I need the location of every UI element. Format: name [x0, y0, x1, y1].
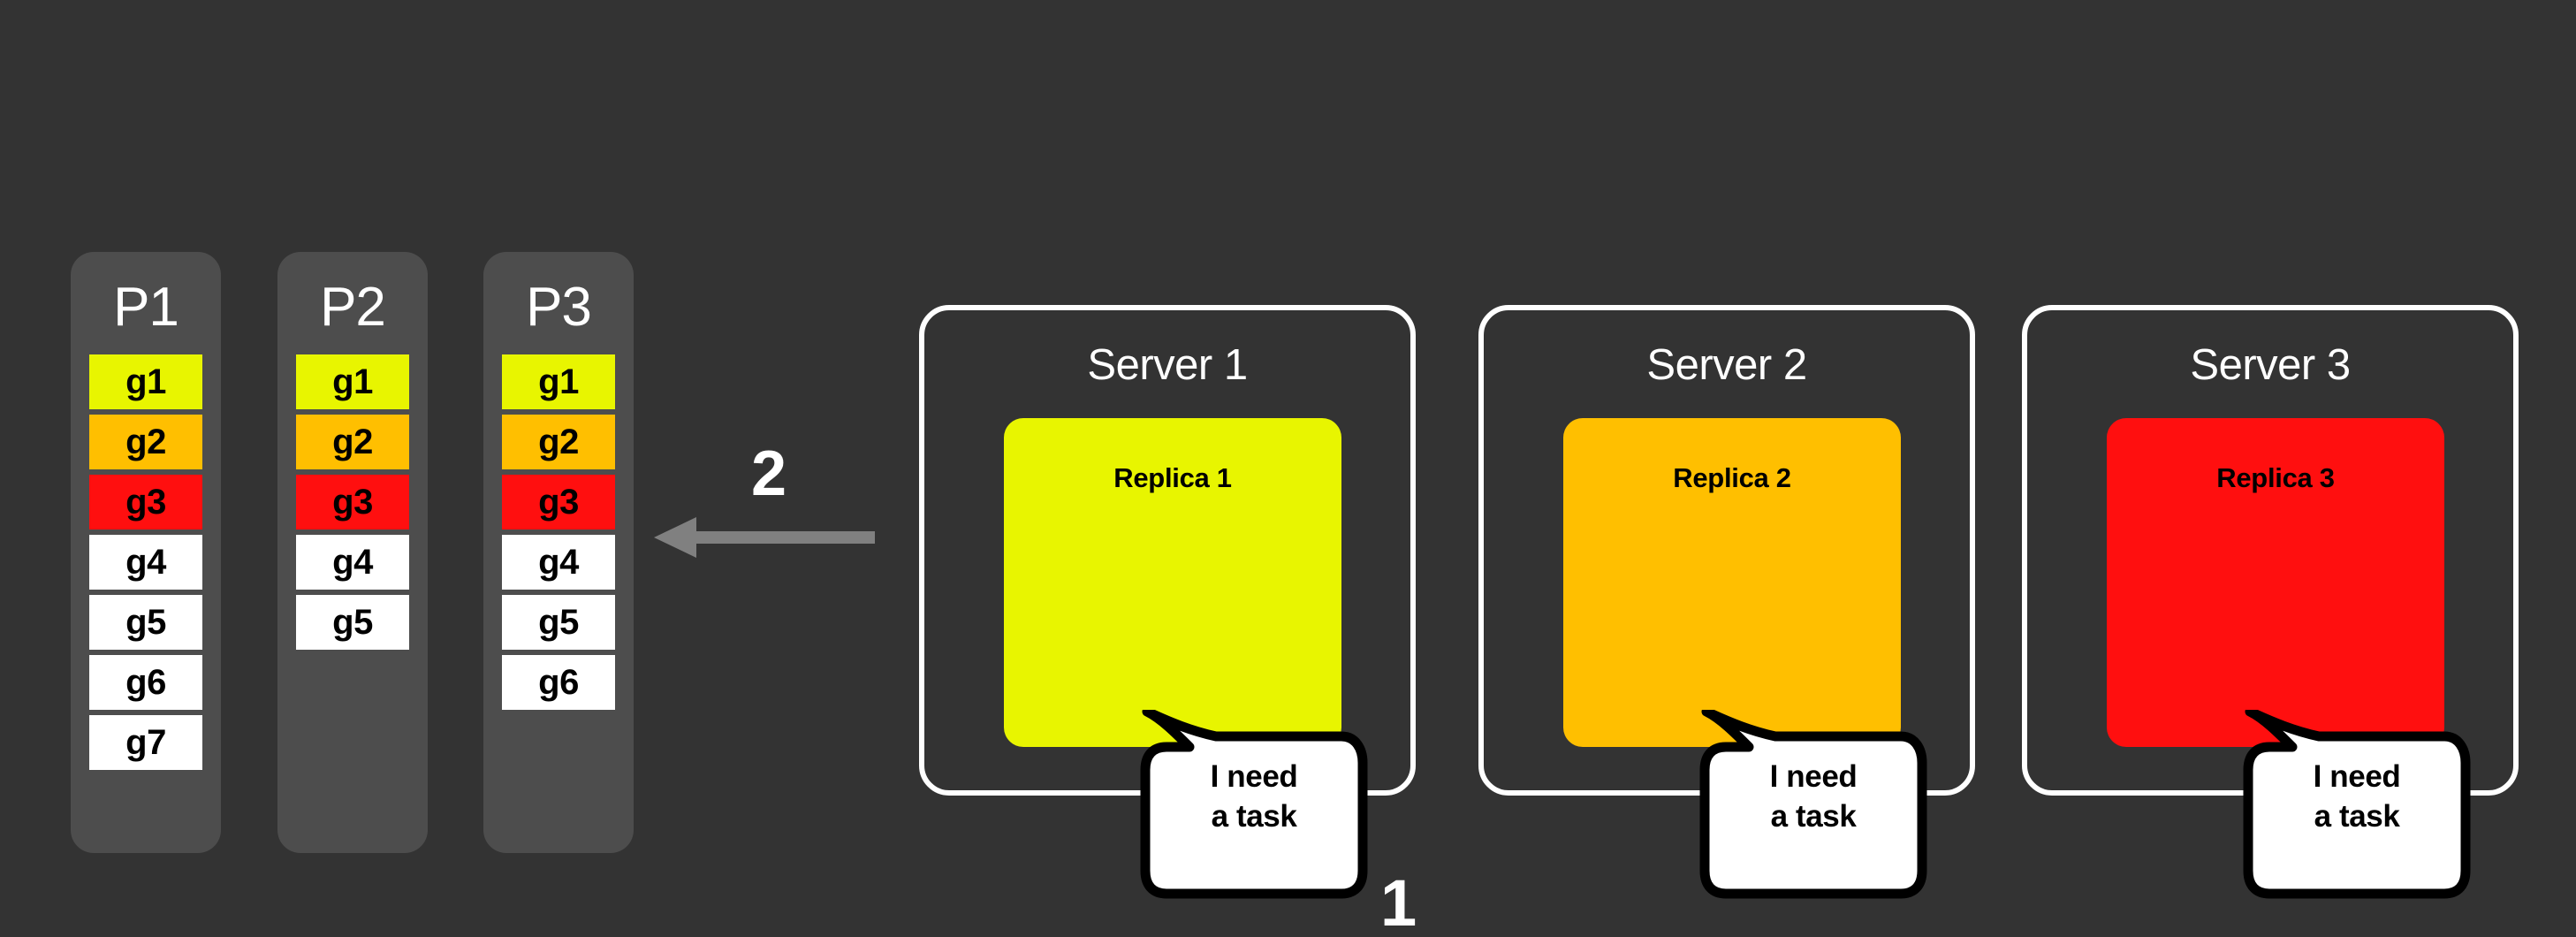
server-panel-3[interactable]: Server 3 Replica 3 [2022, 305, 2519, 796]
task-chip[interactable]: g4 [296, 535, 409, 590]
task-chip[interactable]: g7 [89, 715, 202, 770]
task-chip[interactable]: g5 [296, 595, 409, 650]
partition-title: P2 [320, 277, 386, 338]
task-chip[interactable]: g1 [296, 354, 409, 409]
task-chip[interactable]: g1 [89, 354, 202, 409]
replica-box-2[interactable]: Replica 2 [1563, 418, 1901, 747]
step-1-label: 1 [1380, 866, 1417, 937]
server-title: Server 3 [2190, 341, 2351, 389]
step-2-label: 2 [751, 438, 787, 509]
arrow-left-icon [654, 517, 875, 558]
speech-bubble-shape [2243, 710, 2471, 899]
partition-title: P1 [113, 277, 179, 338]
task-chip[interactable]: g5 [502, 595, 615, 650]
replica-label: Replica 2 [1673, 462, 1791, 493]
task-chip[interactable]: g4 [502, 535, 615, 590]
task-chip[interactable]: g5 [89, 595, 202, 650]
server-panel-1[interactable]: Server 1 Replica 1 [919, 305, 1416, 796]
server-title: Server 2 [1646, 341, 1807, 389]
replica-label: Replica 1 [1113, 462, 1232, 493]
speech-bubble-shape [1699, 710, 1927, 899]
task-chip[interactable]: g3 [502, 475, 615, 529]
task-chip[interactable]: g2 [89, 415, 202, 469]
replica-box-3[interactable]: Replica 3 [2107, 418, 2444, 747]
speech-bubble-shape [1140, 710, 1368, 899]
dispatch-arrow-group: 2 [654, 442, 901, 583]
server-title: Server 1 [1087, 341, 1248, 389]
partition-title: P3 [526, 277, 592, 338]
server-panel-2[interactable]: Server 2 Replica 2 [1478, 305, 1975, 796]
task-chip[interactable]: g2 [296, 415, 409, 469]
replica-box-1[interactable]: Replica 1 [1004, 418, 1341, 747]
task-chip[interactable]: g4 [89, 535, 202, 590]
task-chip[interactable]: g2 [502, 415, 615, 469]
replica-label: Replica 3 [2216, 462, 2335, 493]
task-chip[interactable]: g6 [502, 655, 615, 710]
task-chip[interactable]: g3 [89, 475, 202, 529]
task-chip[interactable]: g1 [502, 354, 615, 409]
task-chip[interactable]: g3 [296, 475, 409, 529]
task-chip[interactable]: g6 [89, 655, 202, 710]
